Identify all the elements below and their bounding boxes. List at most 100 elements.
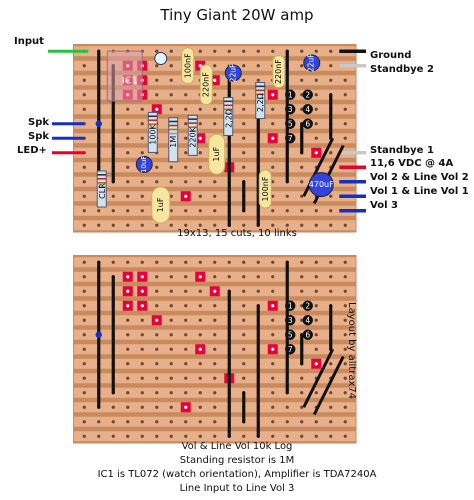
bottom-board-hole <box>155 333 159 337</box>
top-board-hole <box>97 209 101 213</box>
bottom-pin-4 <box>302 315 313 326</box>
bottom-board-hole <box>198 304 202 308</box>
cap-1uf-a-label: 1uF <box>212 146 221 161</box>
label-spk-1: Spk <box>28 117 50 128</box>
top-board-hole <box>343 136 347 140</box>
top-pin-1 <box>285 89 296 100</box>
resistor-2r2-b-band <box>255 85 265 88</box>
cap-100nf-b-label: 100nF <box>261 176 270 201</box>
resistor-2r2-a-label: 2,2Ω <box>224 109 233 128</box>
bottom-board-hole <box>140 420 144 424</box>
top-board-hole <box>213 64 217 68</box>
top-board-hole <box>213 194 217 198</box>
bottom-board-hole <box>155 275 159 279</box>
bottom-board-hole <box>314 333 318 337</box>
bottom-board-hole <box>343 289 347 293</box>
bottom-board-hole <box>184 318 188 322</box>
bottom-board-hole <box>213 347 217 351</box>
top-board-hole <box>242 64 246 68</box>
bottom-board-hole <box>126 405 130 409</box>
top-board-hole <box>314 209 318 213</box>
bottom-board-hole <box>198 289 202 293</box>
bottom-board-hole <box>343 333 347 337</box>
bottom-board-hole <box>198 391 202 395</box>
bottom-board-hole <box>242 376 246 380</box>
top-board-hole <box>169 107 173 111</box>
top-board-hole <box>126 209 130 213</box>
bottom-board-hole <box>140 260 144 264</box>
bottom-board-hole <box>169 289 173 293</box>
top-pin-3-number: 3 <box>288 105 293 114</box>
top-board-hole <box>285 223 289 227</box>
top-board-hole <box>169 165 173 169</box>
bottom-board-hole <box>126 318 130 322</box>
bottom-board-hole <box>343 376 347 380</box>
top-board-hole <box>169 223 173 227</box>
bottom-board-hole <box>300 275 304 279</box>
bottom-board-hole <box>184 304 188 308</box>
resistor-1m <box>168 117 179 163</box>
bottom-board-hole <box>111 434 115 438</box>
top-pin-5 <box>285 118 296 129</box>
bottom-board-hole <box>82 405 86 409</box>
bottom-board-hole <box>198 376 202 380</box>
top-board-hole <box>169 78 173 82</box>
bottom-board-hole <box>329 260 333 264</box>
resistor-clr-label: CLR <box>98 183 107 199</box>
bottom-board-hole <box>169 333 173 337</box>
bottom-board-hole <box>126 391 130 395</box>
bottom-board-hole <box>184 391 188 395</box>
bottom-board-hole <box>126 420 130 424</box>
bottom-board-hole <box>213 376 217 380</box>
bottom-board-hole <box>82 260 86 264</box>
note-2: Standing resistor is 1M <box>179 455 295 466</box>
resistor-clr-band <box>97 182 107 184</box>
bottom-board-hole <box>198 434 202 438</box>
top-board-hole <box>126 107 130 111</box>
bottom-board-hole <box>213 318 217 322</box>
resistor-220k-band <box>188 122 198 124</box>
bottom-board-hole <box>271 362 275 366</box>
cap-1uf-b-label: 1uF <box>156 197 165 212</box>
top-board-hole <box>184 122 188 126</box>
bottom-board-hole <box>329 362 333 366</box>
resistor-1m-band <box>168 132 178 135</box>
cap-10uf-label: 10uF <box>140 156 148 173</box>
top-board-hole <box>314 107 318 111</box>
top-pin-6-number: 6 <box>305 119 310 128</box>
top-board-hole <box>155 180 159 184</box>
bottom-board-hole <box>169 275 173 279</box>
cap-22uf-a-label: 22uF <box>228 64 237 83</box>
label-standbye-1: Standbye 1 <box>370 145 434 156</box>
top-board-hole <box>140 151 144 155</box>
top-board-hole <box>184 136 188 140</box>
resistor-1m-band <box>168 120 178 123</box>
bottom-board-hole <box>242 304 246 308</box>
cut-hole <box>155 318 159 322</box>
cut-hole <box>184 405 188 409</box>
top-board-hole <box>329 78 333 82</box>
top-board-hole <box>111 223 115 227</box>
cap-470uf-label: 470uF <box>309 180 334 189</box>
top-board-hole <box>198 49 202 53</box>
cut-hole <box>271 304 275 308</box>
bottom-board-hole <box>213 362 217 366</box>
resistor-2r2-b-band <box>255 93 265 96</box>
bottom-junction-dot <box>95 331 102 338</box>
ic1-body <box>106 50 143 102</box>
bottom-board-hole <box>213 391 217 395</box>
bottom-pin-4-number: 4 <box>305 316 310 325</box>
top-pin-2 <box>302 89 313 100</box>
bottom-board-hole <box>140 318 144 322</box>
bottom-board-hole <box>242 362 246 366</box>
cut-hole <box>213 78 217 82</box>
note-1: Vol & Line Vol 10k Log <box>181 441 293 452</box>
bottom-board-hole <box>97 420 101 424</box>
bottom-board-hole <box>198 318 202 322</box>
bottom-board-hole <box>343 434 347 438</box>
resistor-220k-label: 220K <box>189 126 198 147</box>
cut-hole <box>213 289 217 293</box>
bottom-board-hole <box>329 405 333 409</box>
top-board-hole <box>169 93 173 97</box>
bottom-board-hole <box>242 260 246 264</box>
